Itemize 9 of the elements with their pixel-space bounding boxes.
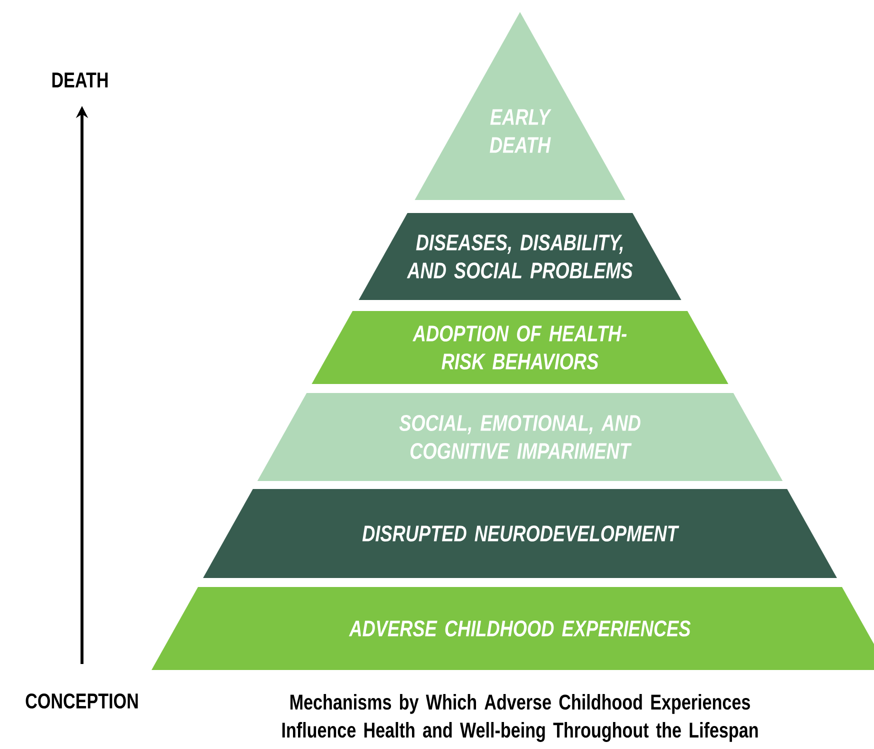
- pyramid-level: DISRUPTED NEURODEVELOPMENT: [203, 489, 837, 578]
- caption: Mechanisms by Which Adverse Childhood Experiences Influence Health and Well-being Throughout the Lifespan: [282, 694, 758, 742]
- pyramid-level: ADOPTION OF HEALTH-RISK BEHAVIORS: [312, 311, 728, 384]
- pyramid-level: EARLY DEATH: [414, 12, 626, 200]
- pyramid-level: ADVERSE CHILDHOOD EXPERIENCES: [152, 587, 874, 670]
- axis-label: DEATH: [52, 72, 108, 88]
- pyramid-level: DISEASES, DISABILITY, AND SOCIAL PROBLEMS: [358, 213, 682, 300]
- pyramid-level: SOCIAL, EMOTIONAL, AND COGNITIVE IMPARIMENT: [257, 393, 783, 481]
- axis-label: CONCEPTION: [26, 693, 138, 709]
